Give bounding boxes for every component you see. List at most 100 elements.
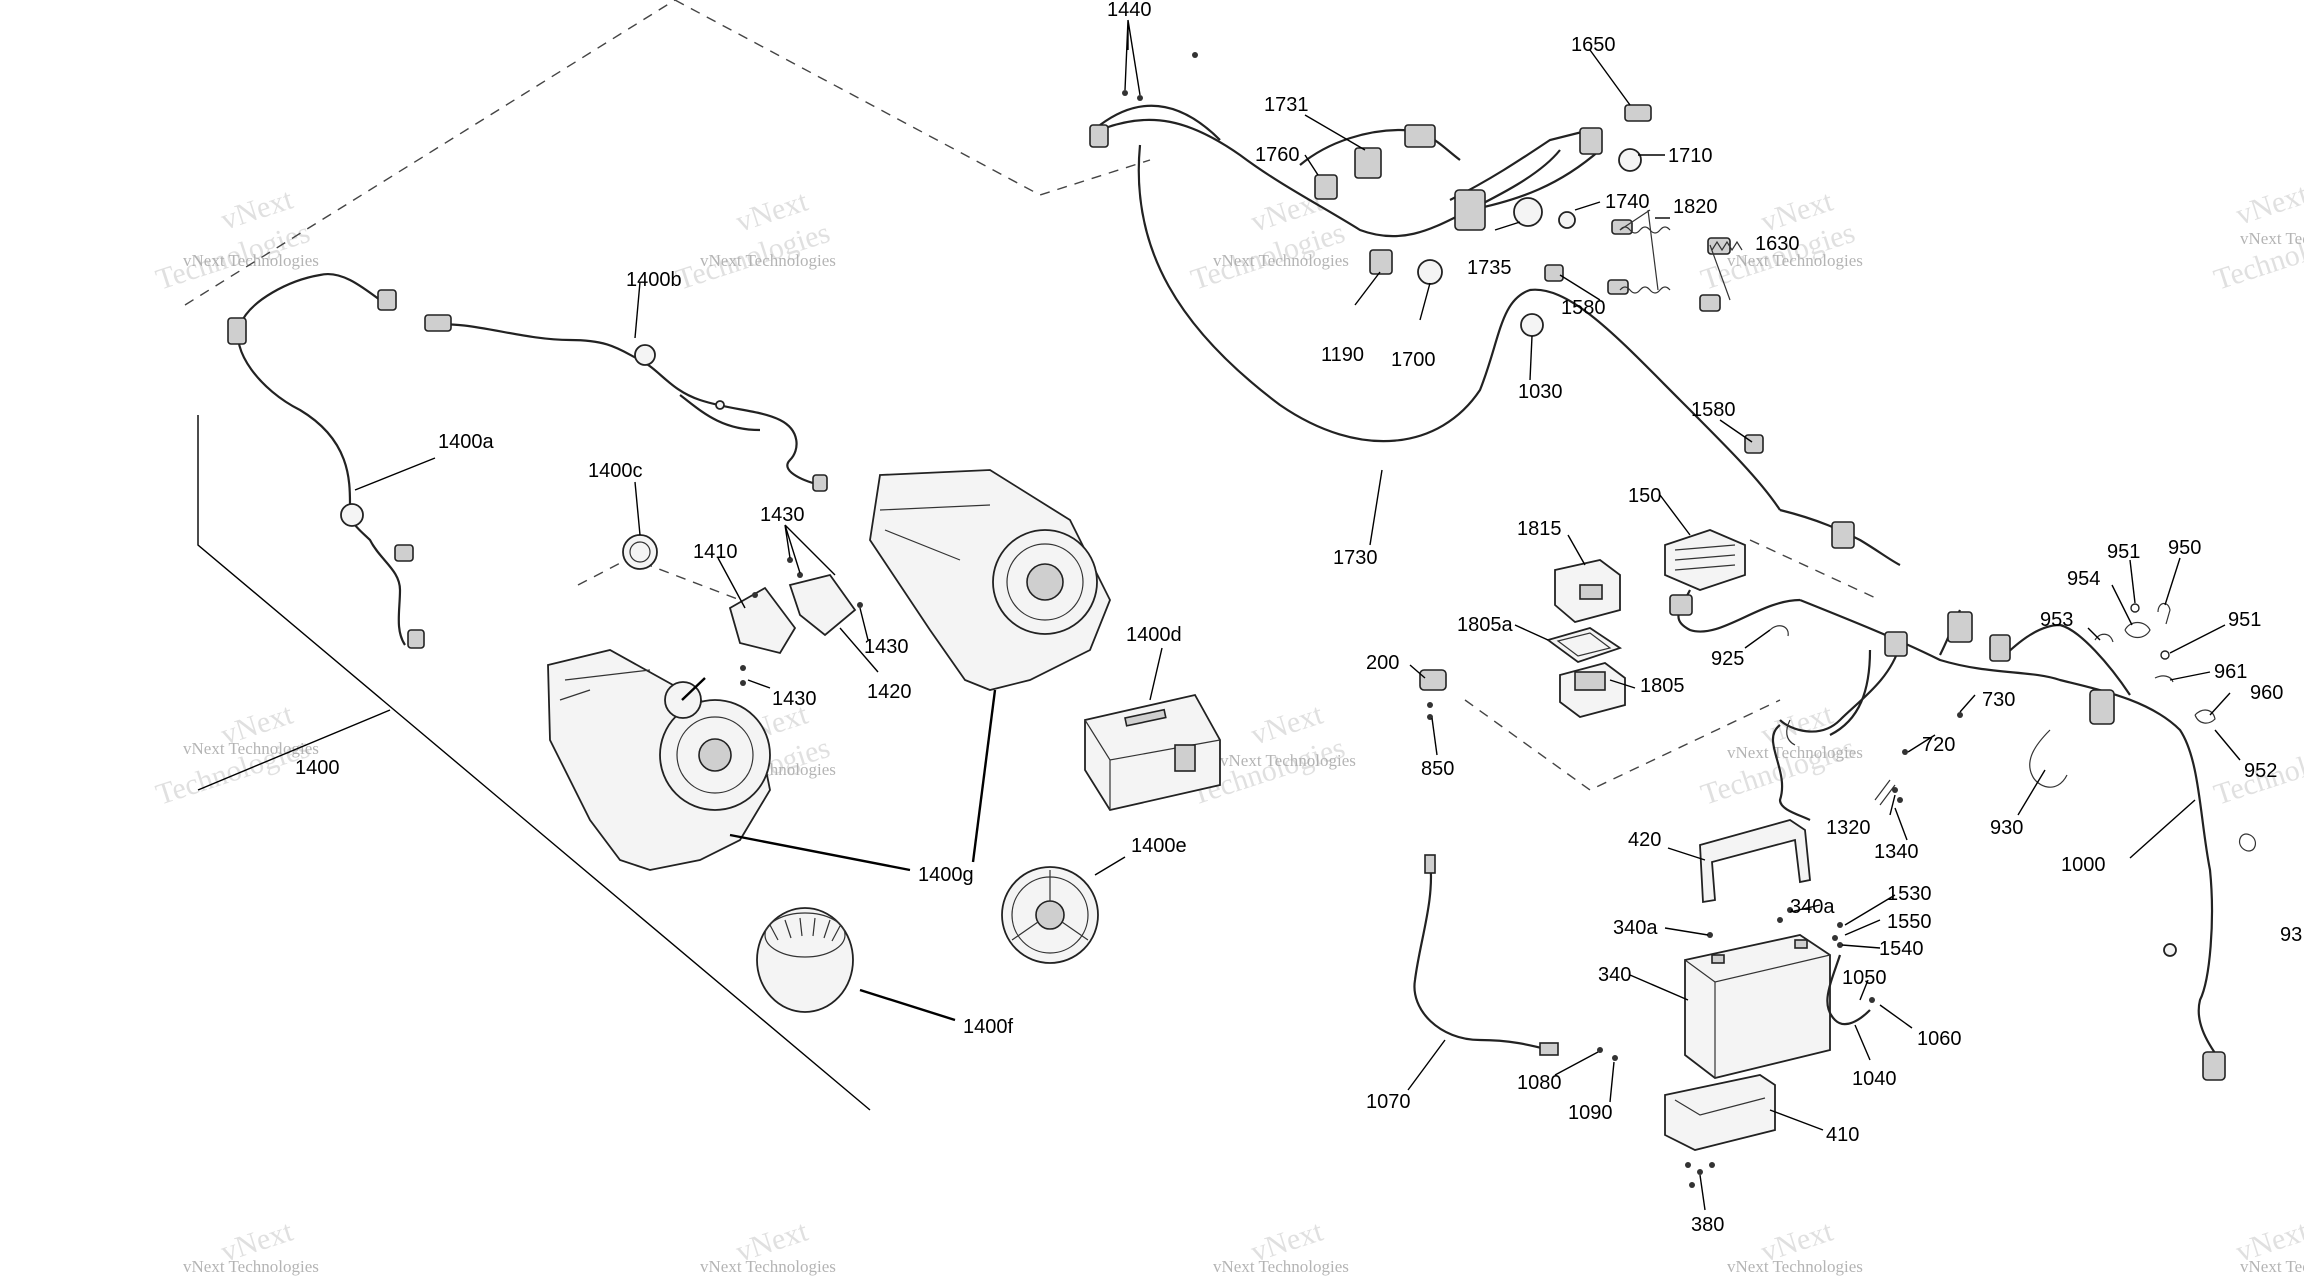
callout-953: 953 bbox=[2040, 609, 2073, 631]
callout-340: 340 bbox=[1598, 964, 1631, 986]
leader bbox=[1844, 894, 1896, 926]
callout-1030: 1030 bbox=[1518, 381, 1563, 403]
watermark: vNext Technologies bbox=[700, 1257, 836, 1276]
watermark: vNext Technologies bbox=[2240, 229, 2304, 248]
screw-1430 bbox=[740, 665, 746, 671]
battery-assembly bbox=[1413, 819, 1875, 1188]
callout-1760: 1760 bbox=[1255, 144, 1300, 166]
clip-720 bbox=[1902, 749, 1908, 755]
washer-1530 bbox=[1837, 942, 1843, 948]
gasket-1805a bbox=[1545, 627, 1623, 664]
callout-1400d: 1400d bbox=[1126, 624, 1182, 646]
leader bbox=[1369, 469, 1383, 546]
screw-1430 bbox=[752, 592, 758, 598]
leader bbox=[1667, 847, 1706, 861]
coil-1630 bbox=[1709, 240, 1743, 301]
callout-960: 960 bbox=[2250, 682, 2283, 704]
clip-961 bbox=[2154, 675, 2174, 683]
radio-mount-parts bbox=[622, 534, 863, 686]
connector-1700 bbox=[1417, 259, 1443, 285]
harness-wire bbox=[1137, 144, 1781, 511]
connector bbox=[1831, 521, 1855, 549]
speaker-cone-left bbox=[698, 738, 732, 772]
electrical-box-parts bbox=[1419, 529, 2257, 1081]
housing-detail bbox=[559, 669, 651, 701]
battery-tray-410 bbox=[1664, 1074, 1776, 1151]
leader bbox=[839, 627, 879, 673]
trim-ring-1400f bbox=[756, 907, 854, 1013]
leader bbox=[971, 689, 997, 863]
watermark: vNext Technologies bbox=[1220, 751, 1356, 770]
ring-outer bbox=[756, 907, 854, 1013]
clip-953 bbox=[2094, 633, 2114, 643]
leader bbox=[1789, 904, 1821, 913]
leader bbox=[1514, 624, 1549, 641]
callout-1710: 1710 bbox=[1668, 145, 1713, 167]
cable-tie-930 bbox=[2029, 729, 2068, 788]
connector bbox=[2202, 1051, 2226, 1081]
ring-teeth bbox=[769, 917, 841, 942]
callout-1440: 1440 bbox=[1107, 0, 1152, 21]
clip bbox=[715, 400, 725, 410]
harness-wire-1400a bbox=[237, 324, 406, 646]
leader bbox=[1419, 282, 1431, 321]
connector bbox=[394, 544, 414, 562]
callout-1050: 1050 bbox=[1842, 967, 1887, 989]
leader bbox=[354, 457, 436, 491]
leader bbox=[1554, 1051, 1599, 1076]
cable-1070 bbox=[1413, 859, 1551, 1052]
harness-wire bbox=[1299, 128, 1461, 166]
leader bbox=[2087, 627, 2101, 641]
grille-spokes bbox=[1011, 870, 1089, 941]
regulator-fins bbox=[1674, 544, 1736, 571]
leader bbox=[859, 607, 869, 641]
callout-1400f: 1400f bbox=[963, 1016, 1013, 1038]
connector bbox=[407, 629, 425, 649]
relay-1815-face bbox=[1579, 584, 1603, 600]
fuse-box-1805-face bbox=[1574, 671, 1606, 691]
callout-1650: 1650 bbox=[1571, 34, 1616, 56]
callout-1340: 1340 bbox=[1874, 841, 1919, 863]
screw-1430 bbox=[797, 572, 803, 578]
leader bbox=[2214, 729, 2241, 761]
leader bbox=[2169, 624, 2226, 654]
callout-950: 950 bbox=[2168, 537, 2201, 559]
speaker-inner-left bbox=[676, 716, 754, 794]
leader bbox=[1879, 1004, 1913, 1029]
tray-edges bbox=[1674, 1097, 1766, 1116]
harness-wire bbox=[1099, 118, 1561, 238]
clip-93x bbox=[2238, 833, 2257, 852]
connector bbox=[1669, 594, 1693, 616]
speaker-grille-1400e bbox=[1001, 866, 1099, 964]
callout-200: 200 bbox=[1366, 652, 1399, 674]
leader bbox=[1094, 856, 1126, 876]
connector bbox=[1947, 611, 1973, 643]
watermark: vNext Technologies bbox=[1727, 1257, 1863, 1276]
callout-930: 930 bbox=[1990, 817, 2023, 839]
callout-961: 961 bbox=[2214, 661, 2247, 683]
leader bbox=[784, 524, 836, 576]
callout-1090: 1090 bbox=[1568, 1102, 1613, 1124]
connector bbox=[377, 289, 397, 311]
callout-730: 730 bbox=[1982, 689, 2015, 711]
callout-951b: 951 bbox=[2228, 609, 2261, 631]
housing-detail bbox=[879, 504, 991, 561]
harness-branch bbox=[1829, 649, 1872, 736]
clip-954 bbox=[2124, 621, 2151, 639]
leader bbox=[1304, 154, 1319, 176]
connector bbox=[2089, 689, 2115, 725]
housing-right bbox=[869, 469, 1111, 691]
washer-1090 bbox=[1612, 1055, 1618, 1061]
callout-1080: 1080 bbox=[1517, 1072, 1562, 1094]
leader bbox=[1699, 1174, 1706, 1211]
callout-1740: 1740 bbox=[1605, 191, 1650, 213]
bracket-1420 bbox=[788, 573, 857, 637]
leader bbox=[2111, 584, 2133, 626]
leader bbox=[2129, 559, 2136, 604]
harness-wire-1400b bbox=[429, 323, 821, 487]
knob-1400c bbox=[622, 534, 658, 570]
screw-850 bbox=[1427, 702, 1433, 708]
connector-1340 bbox=[1874, 779, 1896, 806]
speaker-cone-right bbox=[1026, 563, 1064, 601]
